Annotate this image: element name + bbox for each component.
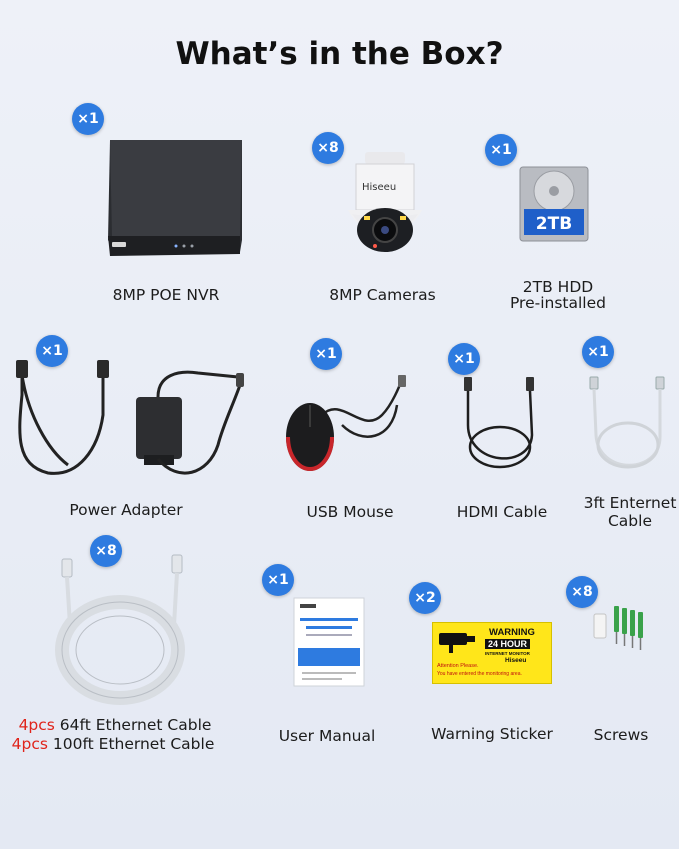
svg-text:2TB: 2TB bbox=[536, 214, 572, 234]
count-100ft: 4pcs bbox=[11, 735, 48, 753]
item-label: Warning Sticker bbox=[431, 725, 553, 743]
item-label: Power Adapter bbox=[69, 501, 183, 519]
quantity-badge: ×8 bbox=[90, 535, 122, 567]
item-label: 8MP POE NVR bbox=[112, 286, 220, 304]
item-label-line2: 4pcs 100ft Ethernet Cable bbox=[0, 735, 226, 754]
warning-sticker-icon: WARNING 24 HOUR INTERNET MONITOR Attenti… bbox=[432, 622, 552, 684]
quantity-badge: ×2 bbox=[409, 582, 441, 614]
quantity-badge: ×8 bbox=[566, 576, 598, 608]
item-label-line1: 2TB HDD bbox=[522, 278, 594, 296]
item-label: Screws bbox=[593, 726, 649, 744]
page-title: What’s in the Box? bbox=[175, 36, 504, 72]
power-adapter-icon bbox=[16, 360, 244, 475]
item-label-line2: Pre-installed bbox=[509, 294, 606, 312]
quantity-badge: ×1 bbox=[36, 335, 68, 367]
camera-silhouette-icon bbox=[439, 633, 475, 653]
item-label: 8MP Cameras bbox=[329, 286, 436, 304]
ethernet-cable-short-icon bbox=[589, 376, 665, 469]
svg-text:Hiseeu: Hiseeu bbox=[362, 182, 396, 193]
sticker-hours-text: 24 HOUR bbox=[485, 639, 531, 649]
sticker-brand-text: Hiseeu bbox=[505, 657, 527, 664]
hard-drive-icon: 2TB bbox=[519, 166, 589, 242]
screws-icon bbox=[593, 606, 643, 650]
nvr-recorder-icon bbox=[108, 140, 242, 256]
sticker-notice-text: You have entered the monitoring area. bbox=[437, 671, 522, 677]
sticker-monitor-text: INTERNET MONITOR bbox=[485, 651, 530, 656]
quantity-badge: ×1 bbox=[582, 336, 614, 368]
item-label-line1: 4pcs 64ft Ethernet Cable bbox=[0, 716, 230, 735]
item-label: USB Mouse bbox=[306, 503, 394, 521]
quantity-badge: ×1 bbox=[72, 103, 104, 135]
user-manual-icon bbox=[293, 597, 365, 687]
sticker-warning-text: WARNING bbox=[489, 627, 535, 638]
item-label-line2: Cable bbox=[607, 512, 652, 530]
item-label-line1: 3ft Enternet bbox=[583, 494, 677, 512]
count-64ft: 4pcs bbox=[18, 716, 55, 734]
ptz-camera-icon: Hiseeu bbox=[348, 152, 422, 252]
usb-mouse-icon bbox=[286, 375, 406, 471]
quantity-badge: ×1 bbox=[448, 343, 480, 375]
ethernet-cable-coil-icon bbox=[55, 554, 185, 705]
item-label: User Manual bbox=[278, 727, 376, 745]
item-label: HDMI Cable bbox=[456, 503, 548, 521]
sticker-attention-text: Attention Please. bbox=[437, 663, 479, 669]
text-64ft: 64ft Ethernet Cable bbox=[54, 716, 212, 734]
quantity-badge: ×1 bbox=[262, 564, 294, 596]
quantity-badge: ×1 bbox=[485, 134, 517, 166]
hdmi-cable-icon bbox=[464, 377, 534, 469]
quantity-badge: ×8 bbox=[312, 132, 344, 164]
text-100ft: 100ft Ethernet Cable bbox=[47, 735, 215, 753]
quantity-badge: ×1 bbox=[310, 338, 342, 370]
